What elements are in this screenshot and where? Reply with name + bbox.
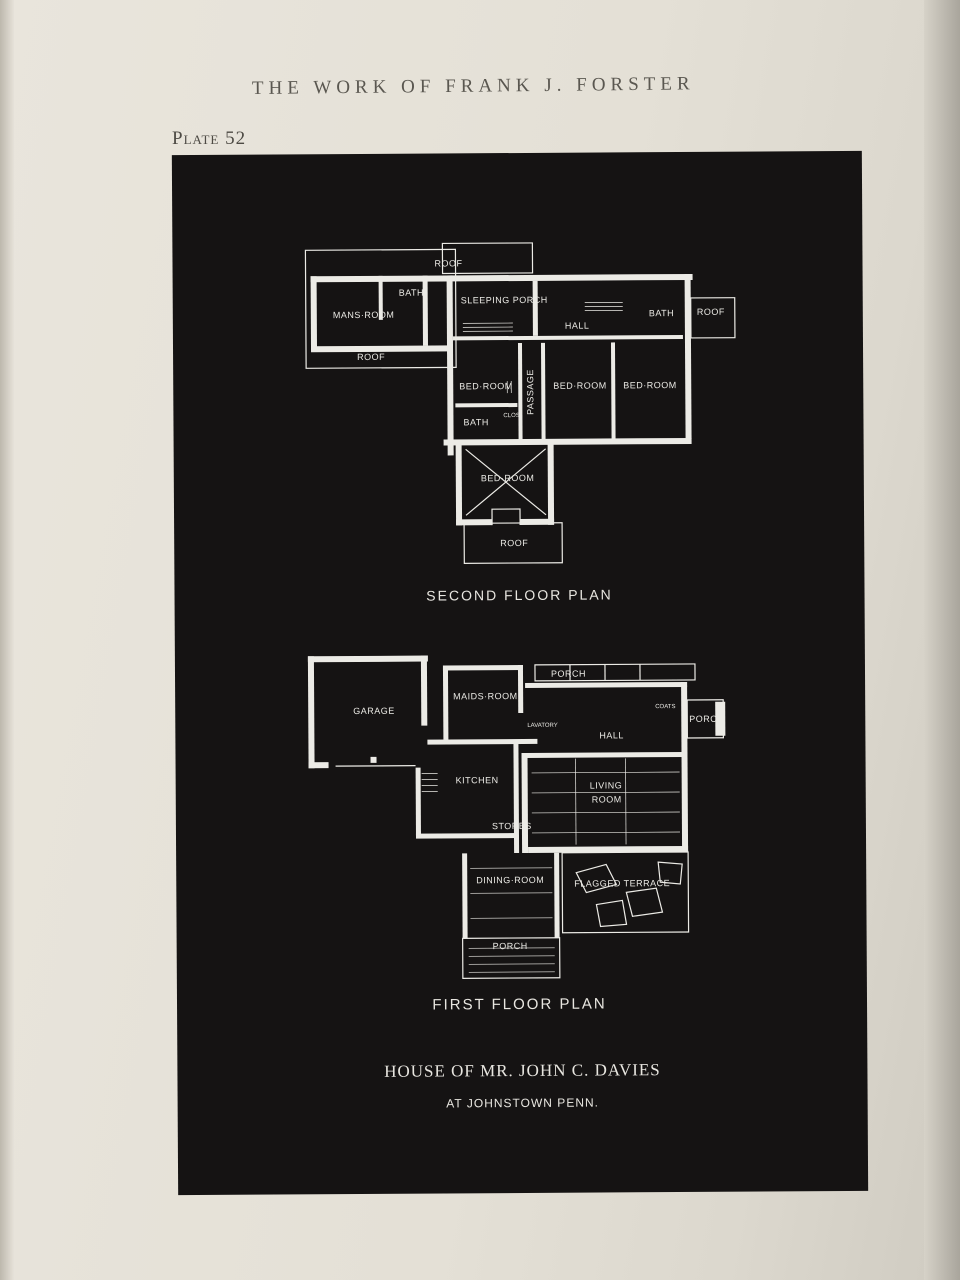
label-bath-left: BATH	[399, 288, 424, 298]
wall	[443, 437, 692, 446]
wall	[446, 275, 454, 456]
wall	[532, 280, 538, 336]
label-bed-room-3: BED·ROOM	[623, 380, 677, 390]
wall	[415, 767, 422, 838]
wall	[455, 443, 463, 526]
floor-plans-drawing: ROOF ROOF ROOF ROOF MANS·ROOM BATH SLEEP…	[304, 242, 736, 979]
wall	[310, 275, 446, 283]
label-porch-top: PORCH	[551, 669, 586, 679]
label-roof-bottom: ROOF	[500, 538, 528, 548]
second-floor-plan: ROOF ROOF ROOF ROOF MANS·ROOM BATH SLEEP…	[304, 242, 736, 564]
label-coats: COATS	[655, 704, 675, 710]
wall	[610, 342, 616, 441]
plate-panel: ROOF ROOF ROOF ROOF MANS·ROOM BATH SLEEP…	[171, 150, 869, 1196]
wall	[311, 345, 452, 353]
plate-number: Plate 52	[172, 128, 247, 149]
running-head: THE WORK OF FRANK J. FORSTER	[251, 73, 695, 99]
label-bed-room-2: BED·ROOM	[553, 380, 607, 390]
wall	[455, 403, 518, 408]
label-lavatory: LAVATORY	[527, 723, 558, 729]
wall	[520, 518, 555, 525]
wall	[525, 681, 688, 688]
pier	[370, 756, 377, 763]
second-floor-caption: SECOND FLOOR PLAN	[426, 586, 613, 604]
wall	[442, 273, 693, 282]
dining-beams	[470, 867, 553, 919]
wall	[415, 833, 517, 839]
label-kitchen: KITCHEN	[456, 775, 499, 785]
page-edge-shadow	[924, 0, 960, 1280]
label-living: LIVING	[590, 780, 623, 790]
roof-outline-left	[304, 248, 457, 369]
first-floor-plan: GARAGE MAIDS·ROOM PORCH HALL PORCH COATS…	[307, 655, 726, 979]
stair-hatch	[421, 773, 438, 792]
wall	[420, 655, 428, 726]
wall	[307, 656, 315, 769]
page-gutter-shadow	[0, 0, 14, 1280]
label-roof-left: ROOF	[357, 352, 385, 362]
label-bath-center: BATH	[463, 417, 488, 427]
label-bath-right: BATH	[649, 308, 674, 318]
wall	[684, 273, 692, 439]
label-clos: CLOS	[503, 413, 519, 419]
label-hall: HALL	[599, 730, 624, 740]
porch-bottom-outline	[462, 937, 561, 979]
wall	[517, 664, 524, 714]
label-sleeping-porch: SLEEPING PORCH	[461, 295, 548, 306]
label-porch-right: PORCH	[689, 714, 724, 724]
wall	[540, 342, 546, 443]
wall	[452, 334, 683, 341]
living-room-beams	[531, 758, 680, 845]
label-maids-room: MAIDS·ROOM	[453, 691, 518, 701]
wall	[513, 743, 520, 854]
wall	[521, 752, 529, 853]
wall	[528, 845, 689, 853]
label-living-room: ROOM	[592, 794, 622, 804]
wall	[547, 442, 555, 525]
label-passage: PASSAGE	[525, 369, 535, 415]
wall	[310, 276, 318, 352]
label-garage: GARAGE	[353, 706, 395, 716]
label-bed-room-4: BED·ROOM	[481, 473, 535, 483]
label-roof-top: ROOF	[434, 258, 462, 268]
bay-window	[491, 508, 521, 526]
wall	[681, 681, 689, 853]
label-hall: HALL	[565, 321, 590, 331]
wall	[517, 342, 523, 444]
wall	[442, 665, 449, 740]
wall	[307, 655, 428, 663]
label-bed-room-1: BED·ROOM	[459, 381, 513, 391]
label-flagged-terrace: FLAGGED TERRACE	[574, 878, 670, 889]
label-roof-right: ROOF	[697, 307, 725, 317]
porch-bottom-hatch	[468, 947, 555, 973]
wall	[462, 853, 468, 939]
terrace-flagstones	[575, 861, 683, 928]
label-porch-bottom: PORCH	[493, 941, 528, 951]
first-floor-caption: FIRST FLOOR PLAN	[432, 995, 607, 1014]
roof-outline-top	[441, 242, 534, 275]
house-title: HOUSE OF MR. JOHN C. DAVIES	[384, 1060, 661, 1081]
wall	[525, 751, 686, 758]
wall	[554, 852, 560, 938]
stair-hatch	[462, 302, 623, 394]
wall	[456, 519, 493, 526]
label-stores: STORES	[492, 821, 532, 831]
label-mans-room: MANS·ROOM	[333, 310, 395, 320]
wall	[442, 664, 523, 671]
wall	[715, 701, 726, 736]
label-dining-room: DINING·ROOM	[476, 875, 544, 885]
wall	[422, 275, 428, 346]
wall	[378, 275, 383, 320]
porch-top-pavers	[534, 663, 696, 682]
beam-line	[465, 448, 547, 516]
roof-outline-right	[690, 297, 736, 339]
wall	[308, 762, 329, 769]
terrace-outline	[561, 851, 690, 934]
house-location: AT JOHNSTOWN PENN.	[446, 1095, 600, 1111]
roof-outline-bottom	[463, 522, 563, 564]
wall	[427, 738, 538, 745]
